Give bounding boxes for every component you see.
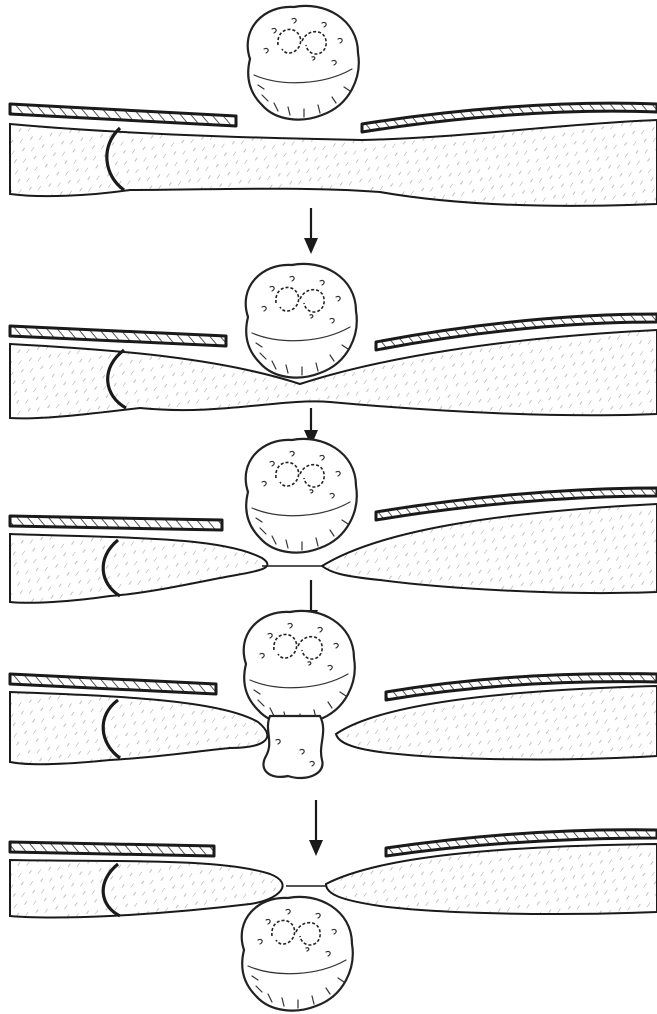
- stage-5: [10, 830, 657, 1011]
- arrow-down: [304, 208, 318, 254]
- leukocyte: [244, 611, 355, 725]
- endothelium-top-left: [10, 674, 216, 694]
- endothelium-top-left: [10, 104, 236, 126]
- leukocyte: [242, 897, 353, 1011]
- endothelium-top-left: [10, 842, 214, 856]
- stage-3: [10, 439, 657, 603]
- vessel-wall-right: [336, 686, 657, 759]
- endothelium-top-left: [10, 326, 226, 346]
- leukocyte: [246, 264, 357, 378]
- stage-4: [10, 611, 657, 778]
- leukocyte: [248, 6, 359, 120]
- vessel-wall-right: [326, 844, 657, 914]
- arrow-down: [309, 800, 323, 856]
- leukocyte: [246, 439, 357, 553]
- stage-1: [10, 6, 657, 206]
- stage-2: [10, 264, 657, 419]
- vessel-wall-left: [10, 534, 267, 603]
- endothelium-top-left: [10, 516, 222, 530]
- vessel-wall-right: [322, 504, 657, 593]
- vessel-wall-left: [10, 692, 267, 764]
- leukocyte-protrusion: [263, 716, 323, 778]
- vessel-wall-left: [10, 860, 283, 918]
